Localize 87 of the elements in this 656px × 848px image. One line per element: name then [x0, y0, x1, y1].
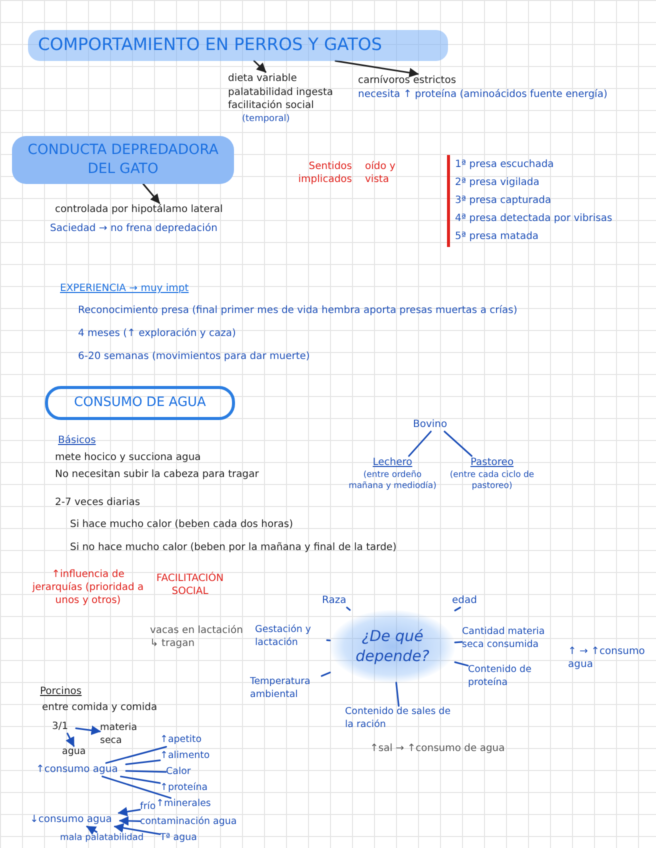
node-text: ↑alimento	[160, 750, 224, 763]
heading-box	[45, 386, 235, 420]
node-text: Contenido de proteína	[468, 664, 556, 690]
node-text: mala palatabilidad	[60, 832, 155, 844]
sense-label: oído y vista	[365, 160, 396, 186]
node-text: ↑apetito	[160, 734, 220, 747]
note-text: ↑sal → ↑consumo de agua	[370, 742, 505, 755]
note-text: 2-7 veces diarias	[55, 496, 140, 509]
title-band	[28, 30, 448, 61]
heading-band	[12, 136, 234, 184]
note-text: Si no hace mucho calor (beben por la mañana y final de la tarde)	[70, 541, 396, 554]
prey-step: 1ª presa escuchada	[455, 158, 554, 171]
bullet-text: 4 meses (↑ exploración y caza)	[78, 327, 236, 340]
node-text: Gestación y lactación	[255, 624, 327, 650]
node-title: Pastoreo	[469, 456, 515, 470]
note-text: entre comida y comida	[42, 701, 158, 714]
connector-line	[105, 746, 167, 764]
node-text: ↑consumo agua	[36, 763, 126, 776]
connector-line	[454, 641, 463, 644]
prey-step: 2ª presa vigilada	[455, 176, 540, 189]
connector-line	[408, 430, 432, 457]
bullet-text: No necesitan subir la cabeza para tragar	[55, 468, 259, 481]
node-title: Lechero	[372, 456, 414, 470]
connector-line	[444, 430, 472, 457]
connector-line	[125, 760, 161, 766]
node-title: CONDUCTA DEPREDADORA DEL GATO	[26, 141, 220, 179]
connector-line	[346, 606, 351, 611]
node-text: agua	[62, 746, 92, 759]
node-text: materia seca	[100, 722, 152, 748]
arrow	[75, 726, 101, 736]
connector-line	[395, 682, 400, 707]
node-text: (temporal)	[241, 112, 291, 125]
node-text: ↓consumo agua	[30, 813, 120, 826]
node-text: facilitación social	[228, 99, 315, 112]
node-text: Bovino	[413, 418, 461, 432]
note-heading: FACILITACIÓN SOCIAL	[155, 572, 225, 598]
arrow	[142, 183, 160, 204]
section-heading: EXPERIENCIA → muy impt	[60, 282, 189, 295]
subheading: Porcinos	[40, 685, 82, 698]
node-text: Temperatura ambiental	[250, 676, 332, 702]
connector-line	[120, 776, 161, 784]
node-note: (entre ordeño mañana y mediodía)	[348, 470, 438, 492]
sense-label: Sentidos implicados	[297, 160, 352, 186]
node-text: controlada por hipotálamo lateral	[55, 203, 275, 216]
prey-step: 4ª presa detectada por vibrisas	[455, 212, 612, 225]
node-text: palatabilidad ingesta	[228, 86, 334, 99]
node-title: CONSUMO DE AGUA	[73, 394, 207, 412]
subheading: Básicos	[58, 434, 96, 447]
connector-line	[102, 776, 172, 799]
connector-line	[454, 661, 469, 666]
node-text: ↑minerales	[156, 798, 226, 811]
node-text: contaminación agua	[140, 816, 250, 829]
node-title: ¿De qué depende?	[354, 626, 430, 666]
node-note: (entre cada ciclo de pastoreo)	[448, 470, 536, 492]
prey-step: 3ª presa capturada	[455, 194, 552, 207]
note-text: ↑ → ↑consumo agua	[568, 645, 646, 671]
node-title: COMPORTAMIENTO EN PERROS Y GATOS	[38, 34, 384, 57]
arrow	[334, 60, 419, 78]
note-text: Saciedad → no frena depredación	[50, 222, 218, 235]
bullet-text: 6-20 semanas (movimientos para dar muerte)	[78, 350, 310, 363]
node-text: Cantidad materia seca consumida	[462, 626, 562, 652]
node-text: ↑proteína	[160, 782, 222, 795]
arrow	[86, 826, 98, 835]
node-text: Contenido de sales de la ración	[345, 706, 455, 732]
arrow	[253, 60, 266, 73]
connector-line	[320, 672, 331, 677]
note-text: vacas en lactación ↳ tragan	[150, 624, 244, 650]
arrow	[66, 732, 75, 747]
arrow	[114, 823, 161, 835]
bullet-text: mete hocico y succiona agua	[55, 451, 201, 464]
connector-line	[125, 770, 167, 773]
node-text: 3/1	[52, 720, 76, 734]
node-title: carnívoros estrictos	[358, 74, 458, 88]
note-text: Si hace mucho calor (beben cada dos horas)	[70, 518, 293, 531]
node-text: edad	[452, 594, 492, 608]
note-text: ↑influencia de jerarquías (prioridad a unos y otros)	[31, 568, 145, 607]
connector-line	[326, 639, 331, 642]
node-text: Raza	[322, 594, 356, 608]
node-title: dieta variable	[228, 72, 298, 86]
connector-line	[454, 606, 461, 612]
bullet-text: Reconocimiento presa (final primer mes de vida hembra aporta presas muertas a crías)	[78, 304, 518, 317]
arrow	[118, 806, 141, 816]
node-text: Tª agua	[160, 832, 210, 845]
node-text: necesita ↑ proteína (aminoácidos fuente energía)	[358, 88, 608, 101]
arrow	[119, 816, 141, 826]
prey-step: 5ª presa matada	[455, 230, 539, 243]
node-text: Calor	[166, 766, 206, 779]
